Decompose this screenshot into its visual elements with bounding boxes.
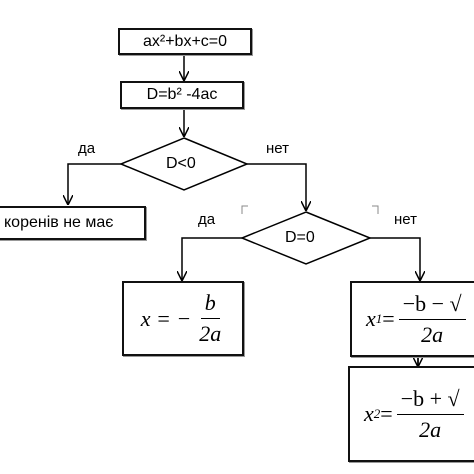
branch-label-first-no: нет bbox=[266, 140, 289, 157]
connector-first-yes bbox=[68, 163, 121, 204]
bracket-mark-left bbox=[241, 205, 248, 214]
single-root-fraction: b 2a bbox=[195, 290, 225, 347]
branch-label-second-no: нет bbox=[394, 211, 417, 228]
root-two-subscript: 2 bbox=[373, 406, 381, 421]
discriminant-box: D=b² -4ac bbox=[120, 81, 244, 109]
decision-text-d-less-zero: D<0 bbox=[166, 155, 196, 172]
equation-text: ax²+bx+c=0 bbox=[142, 32, 228, 50]
root-two-equals: = bbox=[380, 401, 393, 426]
root-one-lhs: x bbox=[366, 306, 376, 331]
root-one-denominator: 2a bbox=[421, 321, 444, 347]
root-two-numerator: −b + √ bbox=[396, 386, 464, 415]
root-two-lhs: x bbox=[364, 401, 374, 426]
root-one-subscript: 1 bbox=[375, 311, 383, 326]
decision-text-d-equal-zero: D=0 bbox=[285, 229, 315, 246]
equation-box: ax²+bx+c=0 bbox=[118, 28, 252, 55]
root-one-equals: = bbox=[382, 306, 395, 331]
root-one-fraction: −b − √ 2a bbox=[398, 291, 466, 348]
branch-label-first-yes: да bbox=[78, 140, 96, 157]
connector-second-no bbox=[370, 237, 420, 280]
single-root-numerator: b bbox=[200, 290, 220, 319]
single-root-lhs: x = − bbox=[140, 305, 192, 331]
connector-second-yes bbox=[182, 237, 242, 280]
root-two-denominator: 2a bbox=[419, 416, 442, 442]
connector-first-no bbox=[247, 163, 306, 210]
single-root-box: x = − b 2a bbox=[122, 281, 244, 356]
single-root-denominator: 2a bbox=[199, 321, 222, 346]
no-roots-box: коренів не має bbox=[0, 206, 146, 240]
root-one-numerator: −b − √ bbox=[398, 291, 466, 320]
discriminant-text: D=b² -4ac bbox=[146, 86, 218, 103]
decision-diamond-d-less-zero bbox=[119, 137, 249, 191]
no-roots-text: коренів не має bbox=[4, 214, 114, 231]
bracket-mark-right bbox=[372, 205, 379, 214]
branch-label-second-yes: да bbox=[198, 211, 216, 228]
decision-diamond-d-equal-zero bbox=[240, 211, 372, 265]
root-two-fraction: −b + √ 2a bbox=[396, 386, 464, 443]
